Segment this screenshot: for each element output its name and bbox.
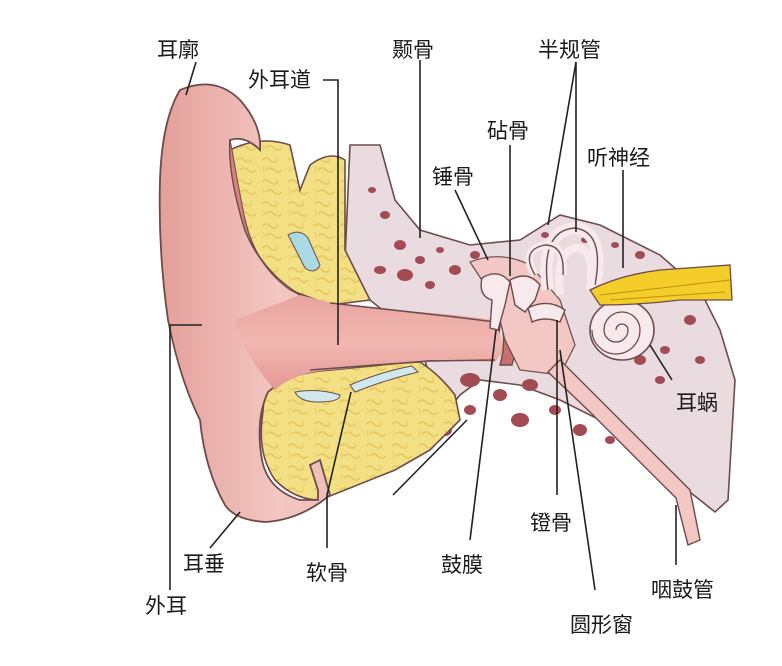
label-ear-canal: 外耳道 [248, 68, 311, 92]
label-auditory-nerve: 听神经 [587, 146, 650, 170]
label-temporal-bone: 颞骨 [392, 38, 434, 62]
leader-lines [169, 60, 677, 591]
label-eardrum: 鼓膜 [441, 553, 483, 577]
semicircular-canals [525, 221, 604, 296]
label-malleus: 锤骨 [432, 165, 474, 189]
label-round-window: 圆形窗 [570, 613, 633, 637]
label-incus: 砧骨 [487, 119, 529, 143]
label-cartilage: 软骨 [306, 561, 348, 585]
label-cochlea: 耳蜗 [676, 391, 718, 415]
label-earlobe: 耳垂 [183, 552, 225, 576]
bone-marrow-spots [368, 187, 705, 444]
malleus-bone [480, 273, 511, 331]
cochlea [589, 299, 655, 361]
pinna [158, 83, 502, 523]
label-eustachian-tube: 咽鼓管 [651, 578, 714, 602]
label-stapes: 镫骨 [530, 511, 572, 535]
ear-canal [235, 295, 505, 390]
pinna-fold [229, 139, 301, 296]
eustachian-tube [546, 359, 701, 546]
cartilage-highlight-upper [287, 231, 321, 272]
label-semicircular-canals: 半规管 [538, 38, 601, 62]
auditory-nerve [589, 264, 733, 306]
ossicles [480, 273, 566, 331]
cartilage-highlight-lower [294, 390, 341, 403]
stapes-bone [527, 302, 566, 323]
label-pinna: 耳廓 [157, 38, 199, 62]
label-outer-ear: 外耳 [145, 594, 187, 618]
